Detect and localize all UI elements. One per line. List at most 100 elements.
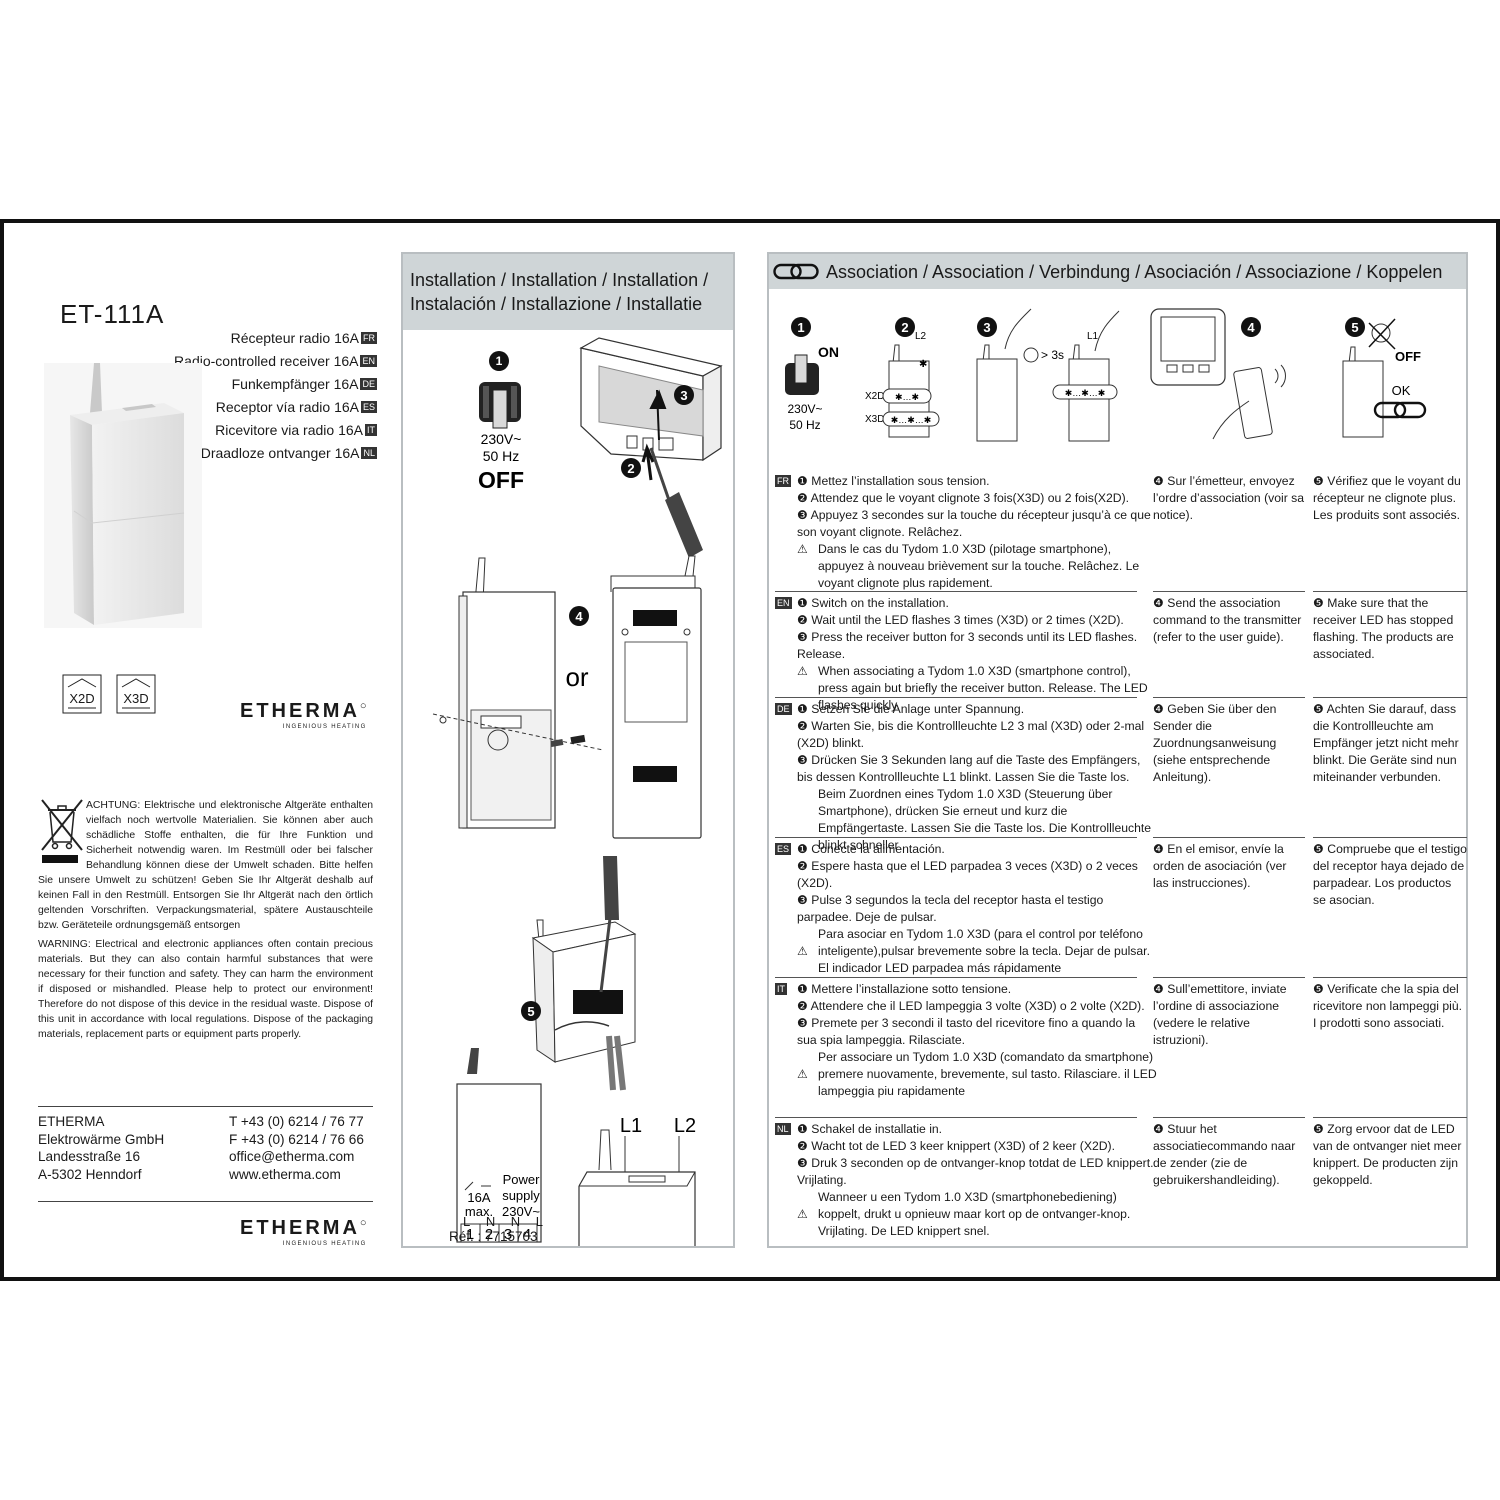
svg-text:or: or — [565, 662, 588, 692]
divider — [38, 1106, 373, 1107]
svg-text:1: 1 — [496, 354, 503, 368]
divider — [1313, 837, 1467, 838]
etherma-logo-footer: ETHERMA○ INGENIOUS HEATING — [240, 1217, 367, 1247]
wiring-diagram: Power supply 230V~ 16A max. 1 2 3 4 — [456, 1048, 542, 1243]
installation-panel: Installation / Installation / Installati… — [401, 252, 735, 1248]
svg-text:5: 5 — [527, 1004, 534, 1019]
led-detail: L1 L2 — [578, 1115, 696, 1246]
breaker-switch-icon — [785, 354, 819, 395]
svg-text:max.: max. — [465, 1204, 493, 1219]
divider — [1313, 977, 1467, 978]
chain-link-icon — [1373, 401, 1427, 419]
svg-text:4: 4 — [523, 1226, 531, 1243]
warning-de: ACHTUNG: Elektrische und elektronische A… — [38, 799, 373, 931]
svg-text:OFF: OFF — [1395, 349, 1421, 364]
svg-text:4: 4 — [575, 609, 583, 624]
divider — [1313, 697, 1467, 698]
lang-tag: FR — [361, 332, 377, 344]
svg-text:3: 3 — [680, 388, 687, 403]
divider — [1313, 591, 1467, 592]
svg-text:ON: ON — [818, 344, 839, 360]
lang-tag: ES — [360, 401, 377, 413]
svg-text:1: 1 — [466, 1226, 474, 1243]
lang-tag: IT — [365, 424, 377, 436]
screwdriver-icon — [599, 856, 619, 993]
logo-ring-icon: ○ — [359, 700, 367, 712]
warning-triangle-icon: ⚠ — [797, 1067, 808, 1081]
divider — [1153, 591, 1305, 592]
warning-en: WARNING: Electrical and electronic appli… — [38, 939, 373, 1040]
svg-text:50 Hz: 50 Hz — [789, 418, 820, 432]
svg-text:230V~: 230V~ — [481, 431, 522, 447]
phone: T +43 (0) 6214 / 76 77 — [229, 1114, 364, 1129]
svg-text:2: 2 — [901, 320, 908, 335]
fax: F +43 (0) 6214 / 76 66 — [229, 1131, 364, 1147]
install-step-4: 4 or — [432, 555, 702, 839]
svg-text:3: 3 — [983, 320, 990, 335]
association-illustrations: 1 ON 230V~ 50 Hz 2 L2 ✱ X2D ✱…✱ — [785, 308, 1427, 442]
x3d-badge-icon — [116, 674, 156, 714]
x2d-badge-icon — [62, 674, 102, 714]
divider — [1153, 977, 1305, 978]
assoc-step-5: 5 OFF OK — [1342, 317, 1427, 438]
reference-number: Réf. : 7715703 — [449, 1229, 538, 1244]
flash-pattern: ✱…✱…✱ — [1065, 388, 1106, 398]
company-contact: T +43 (0) 6214 / 76 77 F +43 (0) 6214 / … — [229, 1113, 364, 1183]
led-flash-icon: ✱ — [919, 359, 927, 370]
svg-text:50 Hz: 50 Hz — [483, 448, 520, 464]
svg-text:OK: OK — [1392, 383, 1411, 398]
svg-text:4: 4 — [1247, 320, 1255, 335]
svg-text:1: 1 — [797, 320, 804, 335]
divider — [775, 1117, 1137, 1118]
association-title: Association / Association / Verbindung /… — [826, 262, 1443, 282]
divider — [38, 1201, 373, 1202]
divider — [1313, 1117, 1467, 1118]
install-step-2-3: 3 2 — [579, 337, 723, 558]
installation-illustrations: 1 230V~ 50 Hz OFF — [432, 337, 723, 1246]
model-number: ET-111A — [60, 299, 165, 329]
divider — [775, 837, 1137, 838]
warning-triangle-icon: ⚠ — [797, 944, 808, 958]
website-link[interactable]: www.etherma.com — [229, 1166, 341, 1182]
divider — [775, 697, 1137, 698]
svg-text:OFF: OFF — [478, 467, 524, 493]
lang-tag: NL — [361, 447, 377, 459]
svg-text:supply: supply — [502, 1188, 540, 1203]
divider — [1153, 837, 1305, 838]
association-header: Association / Association / Verbindung /… — [769, 254, 1466, 289]
assoc-step-1: 1 ON 230V~ 50 Hz — [785, 317, 839, 432]
divider — [775, 977, 1137, 978]
svg-text:L1: L1 — [1087, 331, 1099, 342]
etherma-logo: ETHERMA○ INGENIOUS HEATING — [240, 700, 367, 730]
led-off-icon — [1368, 318, 1396, 350]
warning-triangle-icon: ⚠ — [797, 542, 808, 556]
svg-text:L2: L2 — [915, 331, 927, 342]
divider — [775, 591, 1137, 592]
assoc-step-3: 3 > 3s L1 ✱…✱…✱ — [976, 308, 1120, 442]
svg-text:L2: L2 — [674, 1115, 696, 1137]
svg-text:> 3s: > 3s — [1041, 348, 1064, 362]
association-panel: Association / Association / Verbindung /… — [767, 252, 1468, 1248]
screw-icon — [550, 734, 586, 747]
svg-text:L1: L1 — [620, 1115, 642, 1137]
x3d-badge: X3D — [116, 674, 156, 714]
svg-text:2: 2 — [627, 461, 634, 476]
x2d-badge: X2D — [62, 674, 102, 714]
email-link[interactable]: office@etherma.com — [229, 1149, 355, 1164]
terminal-labels: L N N L — [463, 1214, 543, 1229]
lang-tag: EN — [360, 355, 377, 367]
svg-text:X3D: X3D — [865, 414, 884, 425]
svg-text:16A: 16A — [467, 1190, 490, 1205]
warning-triangle-icon: ⚠ — [797, 1207, 808, 1221]
divider — [1153, 1117, 1305, 1118]
chain-link-icon — [773, 263, 819, 280]
assoc-step-2: 2 L2 ✱ X2D ✱…✱ X3D ✱…✱…✱ — [865, 317, 940, 438]
breaker-switch-icon — [479, 382, 521, 429]
